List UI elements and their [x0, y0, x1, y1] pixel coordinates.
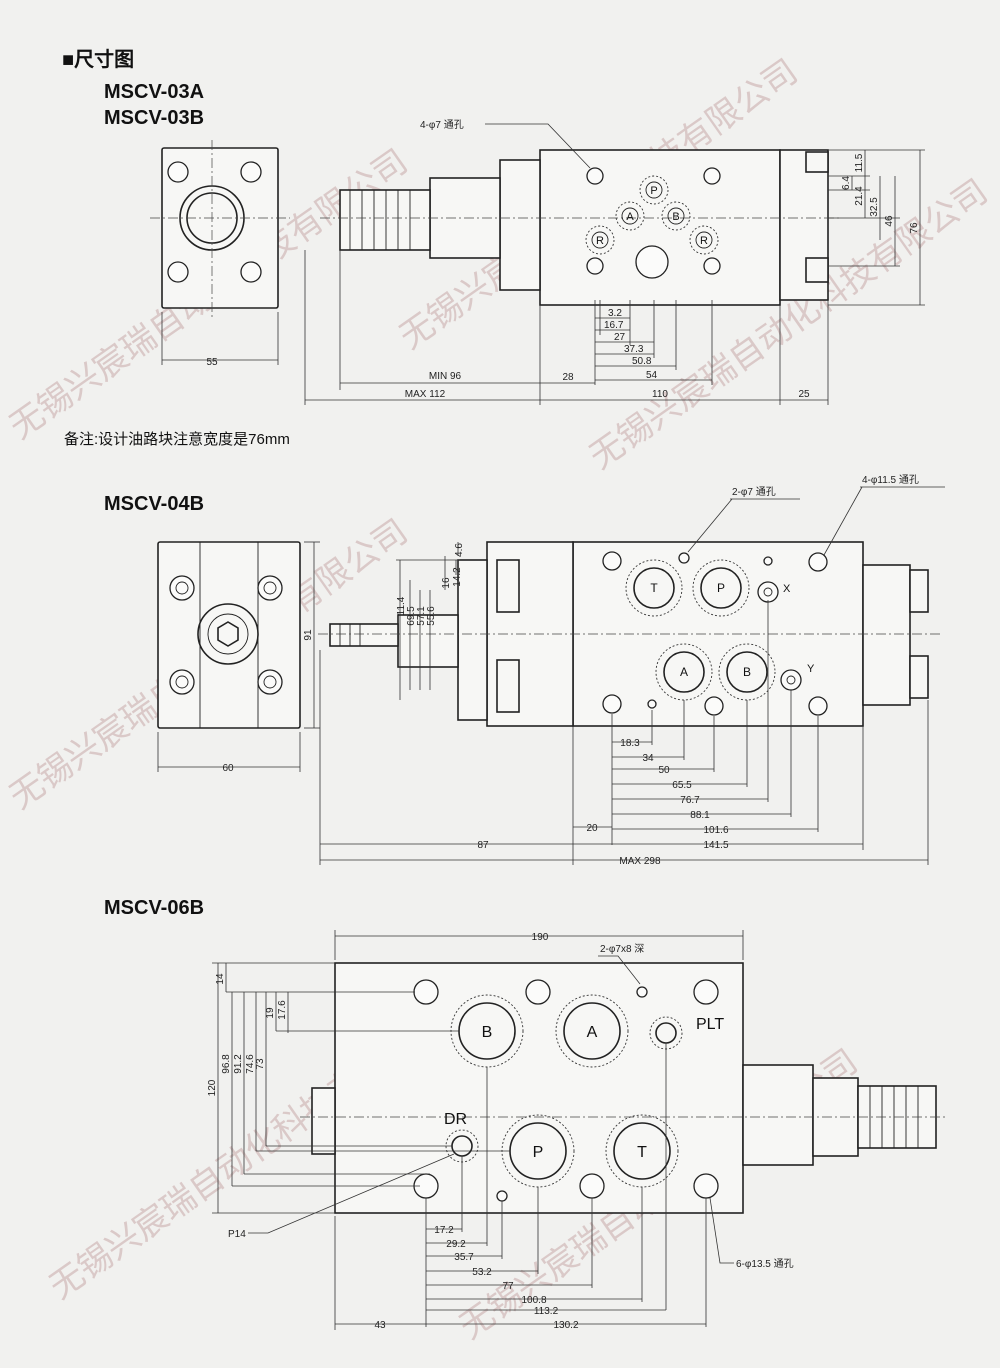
dim-right: 46: [884, 215, 895, 227]
mscv04-front-view: 60 91: [157, 541, 320, 774]
dim-right: 6.4: [841, 176, 852, 190]
mscv04-side-view: T P A B X Y 2-φ7 通孔 4-φ11.5 通孔 11.4 69.5…: [318, 474, 945, 867]
dim-bottom: 20: [586, 823, 598, 834]
dim-bottom: 50: [658, 765, 670, 776]
port-label-plt: PLT: [696, 1016, 724, 1033]
callout-holes: 2-φ7 通孔: [732, 486, 776, 498]
dim-left: 19: [265, 1007, 276, 1019]
dim-min-length: MIN 96: [429, 371, 462, 382]
dim-bottom: 110: [652, 389, 668, 400]
dim-left: 74.6: [245, 1054, 256, 1074]
dim-bottom: 130.2: [553, 1320, 578, 1331]
dim-right: 11.5: [854, 153, 865, 172]
model-title-06b: MSCV-06B: [104, 897, 204, 919]
dim-bottom: 53.2: [472, 1267, 492, 1278]
callout-holes: 2-φ7x8 深: [600, 943, 644, 955]
port-label-r: R: [700, 235, 708, 247]
dim-bottom: 113.2: [534, 1306, 559, 1317]
port-label-b: B: [482, 1024, 493, 1041]
port-label-r: R: [596, 235, 604, 247]
dim-bottom: 17.2: [434, 1225, 454, 1236]
dim-bottom: 54: [646, 370, 658, 381]
dim-bottom: 100.8: [521, 1295, 546, 1306]
port-label-b: B: [743, 665, 751, 679]
dim-bottom: 50.8: [632, 356, 652, 367]
dim-height: 91: [303, 629, 314, 641]
dim-right: 32.5: [869, 197, 880, 217]
dim-left: 14: [215, 973, 226, 985]
model-title-03b: MSCV-03B: [104, 107, 204, 129]
dim-left: 96.8: [221, 1054, 232, 1074]
dim-right: 76: [909, 222, 920, 234]
dim-vertical: 69.5: [406, 606, 417, 626]
port-label-t: T: [650, 581, 658, 595]
mscv03-side-view: P A B R R 4-φ7 通孔 3.2 16.7 27 37.3 50.8 …: [304, 119, 925, 405]
dim-right: 21.4: [854, 186, 865, 206]
mscv06-view: B A PLT DR P T 2-φ7x8 深 6-φ13.5 通孔 P14 1…: [207, 930, 945, 1331]
dim-bottom: 43: [374, 1320, 386, 1331]
dim-bottom: 29.2: [446, 1239, 466, 1250]
callout-holes: 4-φ7 通孔: [420, 119, 464, 131]
dim-vertical: 4.6: [454, 543, 465, 557]
dim-face-width: 60: [222, 763, 234, 774]
port-label-a: A: [587, 1024, 598, 1041]
port-label-dr: DR: [444, 1111, 467, 1128]
model-title-04b: MSCV-04B: [104, 493, 204, 515]
section-title: ■尺寸图: [62, 48, 134, 71]
port-label-p: P: [650, 185, 657, 197]
dim-bottom: 35.7: [454, 1252, 474, 1263]
dim-bottom: 28: [562, 372, 574, 383]
design-note: 备注:设计油路块注意宽度是76mm: [64, 430, 290, 448]
dim-vertical: 14.2: [452, 567, 463, 587]
dim-bottom: 37.3: [624, 344, 644, 355]
dim-vertical: 55.6: [426, 606, 437, 626]
callout-holes: 4-φ11.5 通孔: [862, 474, 919, 486]
mscv03-front-view: 55: [150, 140, 290, 368]
dim-vertical: 11.4: [396, 596, 407, 615]
label-p14: P14: [228, 1229, 246, 1240]
dim-face-width: 55: [206, 357, 218, 368]
dim-max-length: MAX 298: [619, 856, 661, 867]
dim-bottom: 16.7: [604, 320, 624, 331]
dim-vertical: 57.1: [416, 606, 427, 626]
dim-bottom: 101.6: [703, 825, 728, 836]
dim-bottom: 141.5: [703, 840, 728, 851]
dim-left: 91.2: [233, 1054, 244, 1074]
port-label-p: P: [717, 581, 725, 595]
port-label-p: P: [533, 1144, 544, 1161]
port-label-b: B: [672, 211, 679, 223]
dim-bottom: 25: [798, 389, 810, 400]
dim-left: 73: [255, 1058, 266, 1070]
dim-left: 17.6: [277, 1000, 288, 1020]
port-label-t: T: [637, 1144, 647, 1161]
dim-width: 190: [532, 932, 549, 943]
port-label-y: Y: [807, 663, 815, 675]
dim-bottom: 3.2: [608, 308, 622, 319]
dim-bottom: 18.3: [620, 738, 640, 749]
dim-bottom: 88.1: [690, 810, 710, 821]
dim-left: 120: [207, 1079, 218, 1096]
model-title-03a: MSCV-03A: [104, 81, 204, 103]
port-label-x: X: [783, 583, 791, 595]
dim-bottom: 76.7: [680, 795, 700, 806]
dim-max-length: MAX 112: [405, 389, 446, 400]
dim-bottom: 27: [614, 332, 626, 343]
port-label-a: A: [680, 665, 688, 679]
dim-bottom: 34: [642, 753, 654, 764]
dim-vertical: 16: [441, 577, 452, 589]
dim-bottom: 87: [477, 840, 489, 851]
dim-bottom: 77: [502, 1281, 514, 1292]
dim-bottom: 65.5: [672, 780, 692, 791]
port-label-a: A: [626, 211, 634, 223]
callout-holes: 6-φ13.5 通孔: [736, 1258, 794, 1270]
